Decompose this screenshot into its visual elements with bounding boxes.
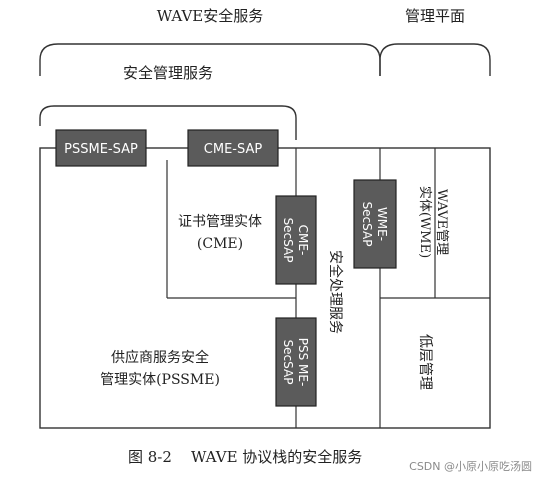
security-processing-services-label: 安全处理服务: [327, 250, 344, 334]
pssme-entity-label-line1: 供应商服务安全: [111, 349, 209, 366]
svg-text:安全处理服务: 安全处理服务: [327, 250, 344, 334]
pss-me-secsap-box: [275, 317, 317, 407]
cme-entity-label-line1: 证书管理实体: [178, 214, 262, 230]
lower-layer-management-label: 低层管理: [417, 334, 433, 390]
security-management-services-label: 安全管理服务: [123, 64, 213, 82]
svg-text:SecSAP: SecSAP: [281, 218, 295, 263]
pssme-entity-label-line2: 管理实体(PSSME): [100, 372, 220, 388]
cme-sap-label: CME-SAP: [204, 142, 263, 157]
security-management-brace: [39, 105, 297, 140]
cme-entity-label-line2: (CME): [197, 236, 243, 252]
csdn-watermark: CSDN @小原小原吃汤圆: [409, 459, 532, 473]
management-plane-brace: [379, 43, 491, 76]
wave-security-services-label: WAVE安全服务: [157, 7, 264, 25]
wme-entity-label: WAVE管理 实体(WME): [417, 186, 449, 258]
management-plane-label: 管理平面: [405, 7, 465, 25]
wme-secsap-label: WME- SecSAP: [360, 202, 389, 247]
wme-secsap-box: [353, 179, 397, 269]
cme-sap-box: [187, 129, 279, 167]
figure-caption: 图 8-2 WAVE 协议栈的安全服务: [128, 448, 362, 466]
svg-text:SecSAP: SecSAP: [360, 202, 374, 247]
svg-text:实体(WME): 实体(WME): [417, 186, 432, 258]
wave-security-brace: [39, 43, 381, 76]
svg-text:WME-: WME-: [375, 207, 389, 241]
svg-text:SecSAP: SecSAP: [281, 340, 295, 385]
pssme-sap-box: [55, 129, 147, 167]
svg-text:CME-: CME-: [296, 225, 310, 256]
svg-text:低层管理: 低层管理: [417, 334, 433, 390]
pssme-sap-label: PSSME-SAP: [64, 142, 138, 157]
cme-secsap-box: [275, 195, 317, 285]
svg-text:WAVE管理: WAVE管理: [434, 189, 449, 255]
cme-secsap-label: CME- SecSAP: [281, 218, 310, 263]
pss-me-secsap-label: PSS ME- SecSAP: [281, 338, 310, 387]
svg-text:PSS ME-: PSS ME-: [296, 338, 310, 387]
